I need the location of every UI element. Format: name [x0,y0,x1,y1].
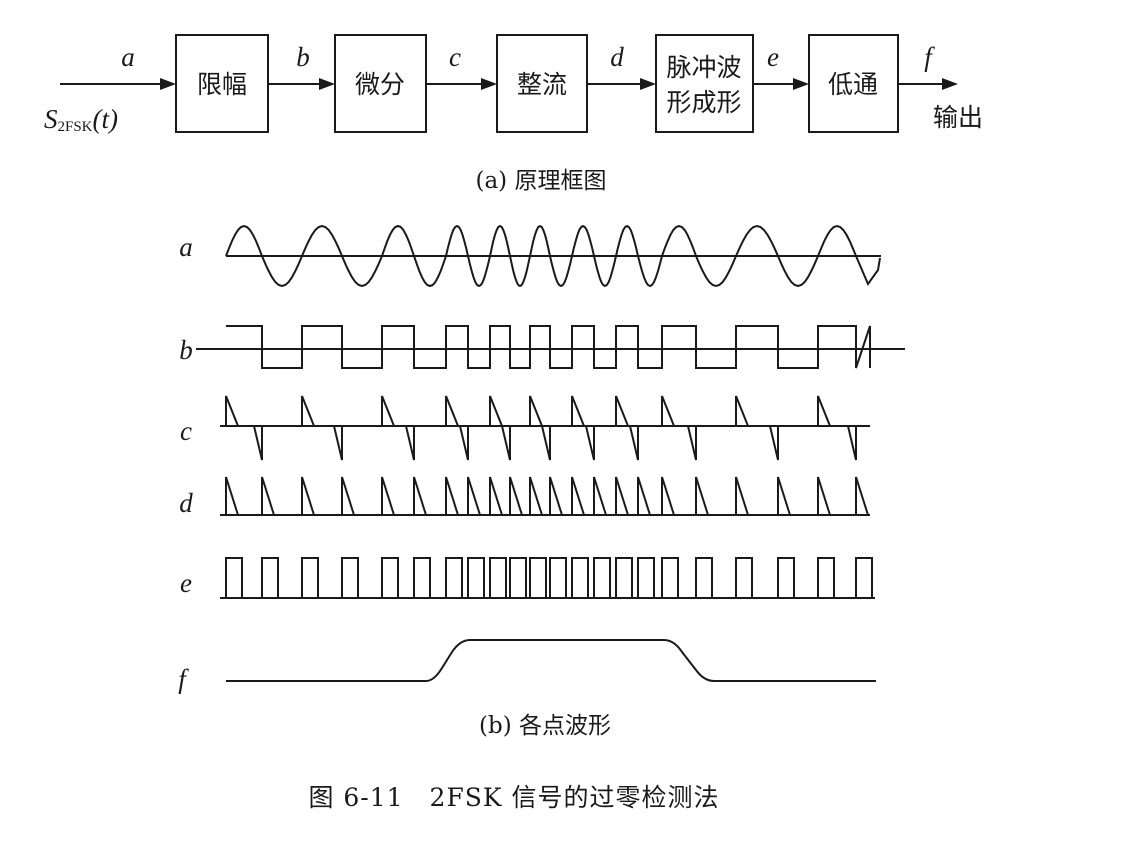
waveform-b [226,325,871,369]
caption-a: (a) 原理框图 [476,168,607,194]
waveform-e [225,557,873,598]
arrow-into-rectifier [481,78,497,90]
signal-label-b: b [296,42,310,72]
signal-label-c: c [449,42,461,72]
block-differentiator-label: 微分 [355,70,405,99]
waveform-d [225,476,869,516]
caption-b: (b) 各点波形 [479,713,611,739]
signal-label-d: d [610,42,624,72]
signal-label-a: a [121,42,135,72]
block-diagram: S2FSK(t) 限幅 微分 整流 脉冲波 形成形 低通 a b c d e f [44,34,983,194]
signal-label-f: f [924,42,935,72]
arrow-into-lowpass [793,78,809,90]
block-pulse-shaper-label-line1: 脉冲波 [666,53,741,82]
block-lowpass-label: 低通 [828,70,878,99]
arrow-into-limiter [160,78,176,90]
block-pulse-shaper-label-line2: 形成形 [666,88,741,117]
block-rectifier-label: 整流 [517,70,567,99]
row-label-c: c [180,416,192,446]
block-rectifier [496,34,588,133]
signal-label-e: e [767,42,779,72]
block-differentiator [334,34,427,133]
row-label-d: d [179,488,193,518]
arrow-into-pulse-shaper [640,78,656,90]
row-label-f: f [178,664,189,694]
arrow-into-differentiator [319,78,335,90]
arrow-output [942,78,958,90]
row-label-e: e [180,568,192,598]
block-pulse-shaper [655,34,754,133]
row-label-a: a [179,232,193,262]
figure-caption: 图 6-11 2FSK 信号的过零检测法 [308,783,719,812]
waveform-a [225,224,881,288]
waveform-f [226,639,876,682]
block-limiter-label: 限幅 [197,70,247,99]
input-label: S2FSK(t) [44,104,118,135]
output-label: 输出 [933,103,983,132]
waveform-c [225,395,857,461]
waveform-panel: a b c d e f (b) 各点波形 [178,224,905,739]
row-label-b: b [179,335,193,365]
